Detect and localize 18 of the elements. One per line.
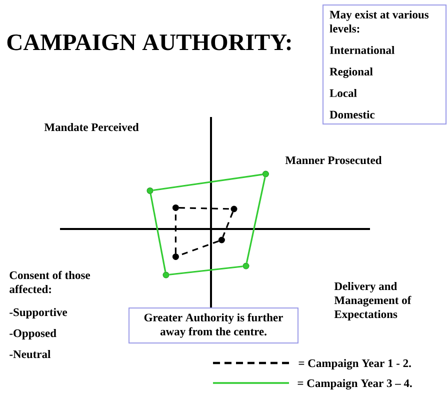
list-item: -Neutral <box>10 350 51 358</box>
axis-label: Consent of those affected: <box>10 270 90 294</box>
polygon-side <box>246 177 266 263</box>
list-item: -Supportive <box>10 308 68 318</box>
polygon-side <box>169 266 243 276</box>
axis-label: Manner Prosecuted <box>285 156 382 164</box>
axis-label: Delivery and Management of Expectations <box>334 282 412 320</box>
list-item: -Opposed <box>10 329 56 340</box>
note-box: May exist at various levels: International Regional Local Domestic <box>322 4 446 124</box>
title: CAMPAIGN AUTHORITY: <box>7 34 291 50</box>
polygon-side <box>150 194 166 272</box>
polygon-side <box>153 174 263 192</box>
callout-box: Greater Authority is further away from the centre. <box>128 308 298 344</box>
polygon-side <box>178 206 231 210</box>
axis-label: Mandate Perceived <box>44 123 139 132</box>
legend-label: = Campaign Year 3 – 4. <box>298 379 412 390</box>
legend-label: = Campaign Year 1 - 2. <box>298 359 411 370</box>
polygon-side <box>222 212 234 238</box>
